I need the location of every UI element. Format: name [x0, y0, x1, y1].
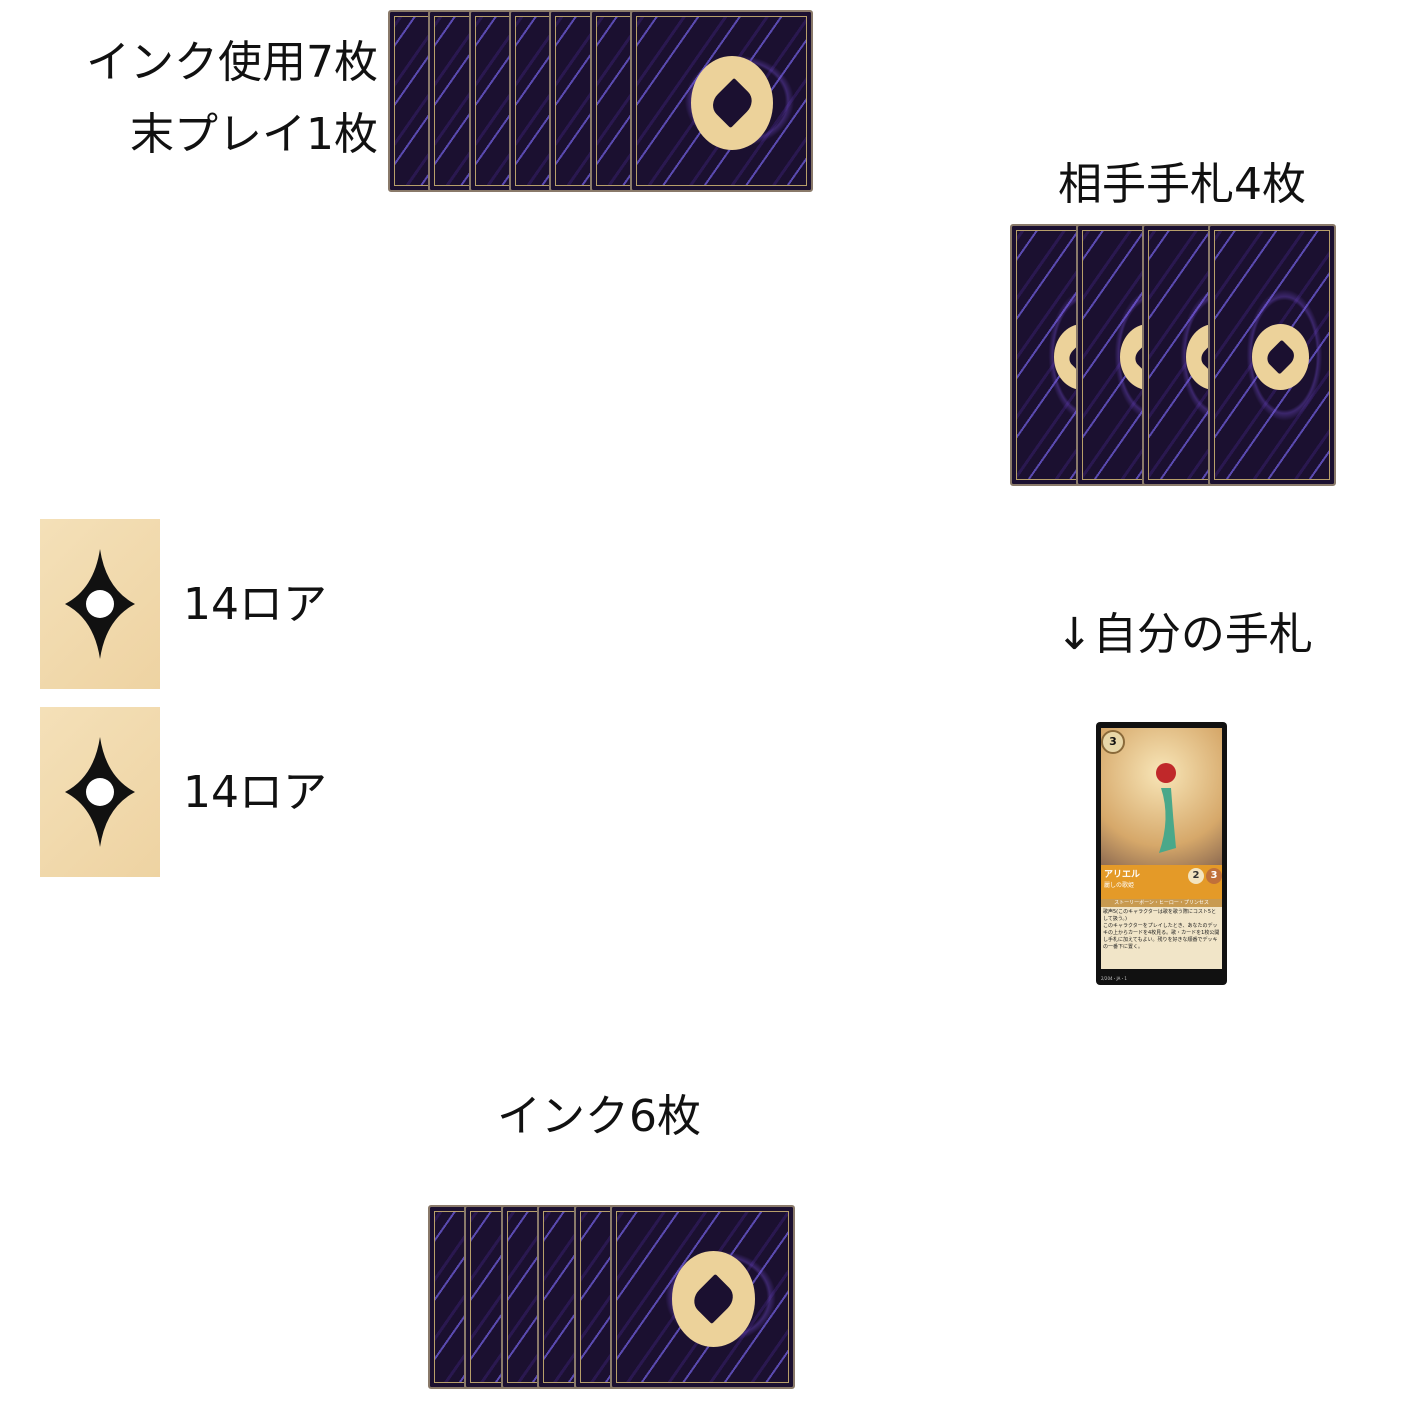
- ink-card-back: [610, 1205, 795, 1389]
- card-name: アリエル麗しの歌姫: [1101, 865, 1222, 899]
- my-hand-label: ↓自分の手札: [1056, 609, 1313, 660]
- card-art: [1101, 728, 1222, 878]
- emblem-icon: [672, 1251, 756, 1347]
- card-strength: 2: [1188, 868, 1204, 884]
- card-subtitle: 麗しの歌姫: [1104, 882, 1135, 889]
- hand-card-ariel[interactable]: 3 アリエル麗しの歌姫 2 3 ストーリーボーン・ヒーロー・プリンセス 歌声5(…: [1096, 722, 1227, 985]
- card-name-text: アリエル: [1104, 870, 1141, 880]
- my-ink-label: インク6枚: [497, 1091, 701, 1142]
- emblem-icon: [1251, 323, 1310, 391]
- card-text: 歌声5(このキャラクターは歌を歌う際にコスト5として扱う。) このキャラクターを…: [1101, 907, 1222, 969]
- opponent-hand-card-back: [1208, 224, 1336, 486]
- emblem-icon: [691, 55, 774, 151]
- lore-count-2: 14ロア: [183, 767, 327, 818]
- card-footer: 2/204・JA・1: [1101, 976, 1127, 981]
- lore-diamond-icon: [40, 707, 160, 877]
- ink-card-back: [629, 10, 813, 192]
- ink-used-label: インク使用7枚: [86, 37, 378, 88]
- card-types: ストーリーボーン・ヒーロー・プリンセス: [1101, 899, 1222, 907]
- card-ability-1: 歌声5(このキャラクターは歌を歌う際にコスト5として扱う。): [1103, 909, 1217, 922]
- lore-diamond-icon: [40, 519, 160, 689]
- unplayed-label: 末プレイ1枚: [130, 109, 378, 160]
- card-cost: 3: [1101, 730, 1125, 754]
- opponent-hand-label: 相手手札4枚: [1058, 159, 1306, 210]
- card-willpower: 3: [1206, 868, 1222, 884]
- card-ability-2: このキャラクターをプレイしたとき、あなたのデッキの上からカードを4枚見る。歌・カ…: [1103, 923, 1220, 950]
- lore-count-1: 14ロア: [183, 579, 327, 630]
